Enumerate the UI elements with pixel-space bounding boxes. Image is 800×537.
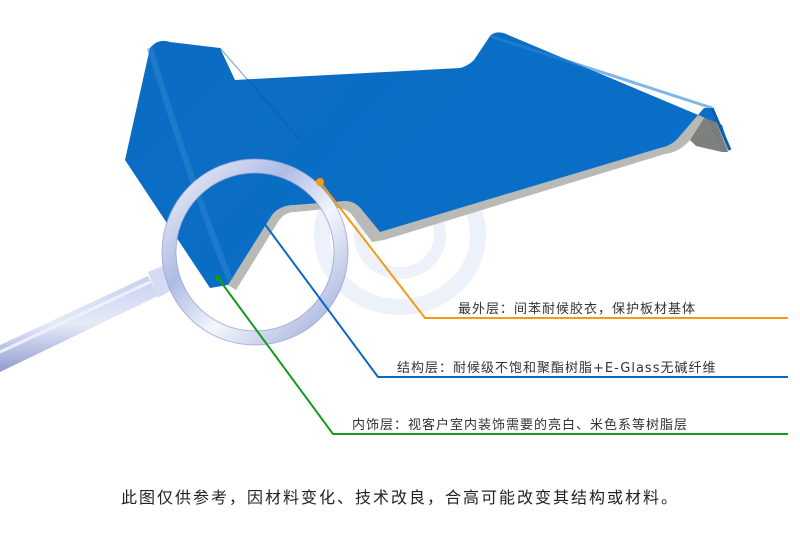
roof-sheet (125, 32, 732, 290)
magnifier-ring (162, 159, 348, 345)
callout-structural-layer (255, 212, 788, 378)
structural-layer-label: 结构层：耐候级不饱和聚酯树脂+E-Glass无碱纤维 (397, 361, 717, 376)
callout-outer-layer (316, 178, 788, 319)
magnifier-handle (0, 262, 182, 372)
callout-inner-layer (215, 275, 788, 435)
inner-layer-label: 内饰层：视客户室内装饰需要的亮白、米色系等树脂层 (352, 418, 689, 433)
outer-layer-label: 最外层：间苯耐候胶衣，保护板材基体 (458, 302, 697, 317)
disclaimer-note: 此图仅供参考，因材料变化、技术改良，合高可能改变其结构或材料。 (120, 488, 679, 507)
